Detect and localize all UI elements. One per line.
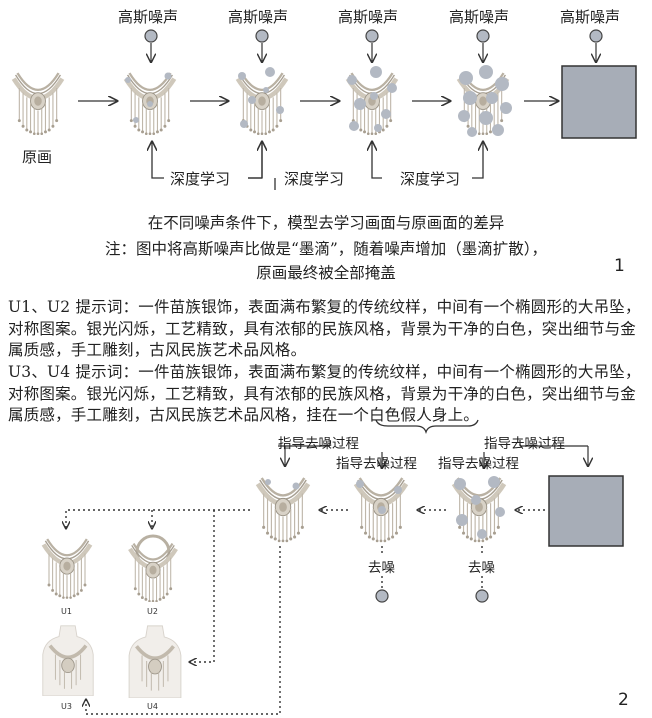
output-label-u2: U2: [147, 607, 158, 616]
prompt-u3-u4: U3、U4 提示词：一件苗族银饰，表面满布繁复的传统纹样，中间有一个椭圆形的大吊…: [8, 363, 641, 424]
guide-connectors: [278, 440, 588, 468]
panel1-caption-line1: 在不同噪声条件下，模型去学习画面与原画面的差异: [147, 214, 505, 232]
noisy-necklace-4: [458, 65, 512, 137]
noisy-necklace-3: [347, 66, 397, 135]
deep-learning-label-2: 深度学习: [282, 168, 347, 189]
fully-noised-block: [561, 65, 637, 139]
noisy-necklace-2: [238, 67, 287, 135]
noise-inputs: [144, 29, 603, 62]
noise-circle: [255, 29, 269, 62]
denoise-circle: [475, 589, 489, 603]
noise-block-start: [548, 475, 624, 547]
output-u2-image: [130, 534, 176, 602]
guide-brace: [375, 419, 479, 435]
panel1-caption-line3: 原画最终被全部掩盖: [256, 264, 396, 282]
noise-label-5: 高斯噪声: [560, 8, 621, 26]
noise-circle: [365, 29, 379, 62]
guide-label-mid-right: 指导去噪过程: [438, 456, 519, 472]
denoising-necklace-1: [454, 476, 505, 542]
noise-circle: [144, 29, 158, 62]
output-u4-image: [129, 626, 181, 698]
noise-label-2: 高斯噪声: [228, 8, 289, 26]
noise-circle: [589, 29, 603, 62]
denoise-label-1: 去噪: [368, 556, 395, 576]
output-label-u3: U3: [61, 702, 72, 711]
deep-learning-label-1: 深度学习: [168, 168, 233, 189]
guide-label-mid-left: 指导去噪过程: [336, 456, 417, 472]
denoise-label-2: 去噪: [468, 556, 495, 576]
noise-circle: [476, 29, 490, 62]
noisy-necklace-1: [125, 73, 174, 136]
denoise-circle: [375, 589, 389, 603]
noise-label-1: 高斯噪声: [118, 8, 179, 26]
panel1-number: 1: [614, 256, 625, 276]
output-label-u4: U4: [147, 702, 158, 711]
panel1-caption-line2: 注：图中将高斯噪声比做是“墨滴”，随着噪声增加（墨滴扩散），: [104, 240, 548, 258]
output-u1-image: [44, 539, 91, 599]
panel2-number: 2: [618, 690, 629, 710]
prompt-u1-u2: U1、U2 提示词：一件苗族银饰，表面满布繁复的传统纹样，中间有一个椭圆形的大吊…: [8, 298, 641, 359]
deep-learning-label-3: 深度学习: [398, 168, 463, 189]
deep-learning-arrows: [152, 142, 483, 190]
noise-label-3: 高斯噪声: [338, 8, 399, 26]
original-label: 原画: [22, 148, 53, 166]
output-label-u1: U1: [61, 607, 72, 616]
noise-label-4: 高斯噪声: [449, 8, 510, 26]
original-necklace-image: [14, 73, 63, 135]
denoising-necklace-2: [356, 478, 406, 542]
guide-label-right: 指导去噪过程: [484, 436, 565, 452]
denoise-output-circles: [375, 589, 489, 603]
guide-label-left: 指导去噪过程: [278, 436, 359, 452]
denoising-necklace-3: [258, 478, 308, 542]
output-u3-image: [40, 624, 96, 696]
